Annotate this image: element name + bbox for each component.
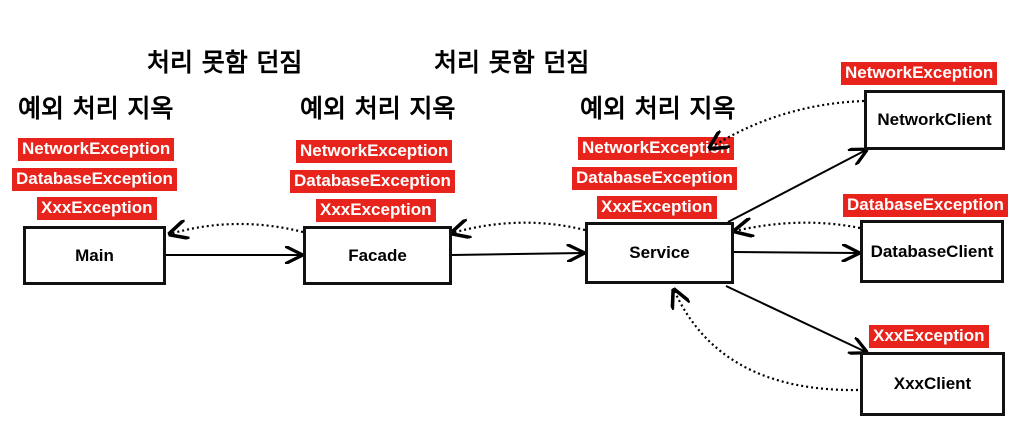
xxx-client-box: XxxClient — [860, 352, 1005, 416]
arrow-facade-to-service — [451, 253, 583, 255]
network-client-label: NetworkClient — [877, 110, 992, 129]
arrow-service-to-xxx-client — [725, 285, 866, 352]
database-client-box: DatabaseClient — [860, 220, 1004, 283]
dotted-arrow-database-client-to-service — [735, 223, 861, 231]
dotted-arrow-service-to-facade — [452, 223, 586, 233]
service-box: Service — [585, 222, 734, 284]
main-label: Main — [75, 245, 114, 265]
heading-throw-fail-1: 처리 못함 던짐 — [147, 48, 303, 77]
main-network-exception-tag: NetworkException — [18, 138, 175, 161]
facade-box: Facade — [303, 226, 452, 285]
xxx-client-label: XxxClient — [893, 374, 972, 393]
facade-network-exception-tag: NetworkException — [296, 140, 453, 163]
heading-exception-hell-facade: 예외 처리 지옥 — [300, 94, 456, 123]
database-client-exception-tag: DatabaseException — [843, 194, 1008, 217]
network-client-box: NetworkClient — [864, 90, 1005, 150]
service-database-exception-tag: DatabaseException — [572, 167, 737, 190]
facade-database-exception-tag: DatabaseException — [290, 170, 455, 193]
facade-xxx-exception-tag: XxxException — [316, 199, 436, 222]
dotted-arrow-network-client-to-service — [710, 99, 865, 148]
dotted-arrow-facade-to-main — [170, 224, 304, 234]
main-xxx-exception-tag: XxxException — [37, 197, 157, 220]
service-network-exception-tag: NetworkException — [578, 137, 735, 160]
heading-exception-hell-service: 예외 처리 지옥 — [580, 94, 736, 123]
xxx-client-exception-tag: XxxException — [869, 325, 989, 348]
heading-exception-hell-main: 예외 처리 지옥 — [18, 94, 174, 123]
dotted-arrow-xxx-client-to-service — [674, 290, 859, 392]
heading-throw-fail-2: 처리 못함 던짐 — [434, 48, 590, 77]
main-database-exception-tag: DatabaseException — [12, 168, 177, 191]
arrow-service-to-database-client — [733, 252, 858, 253]
arrow-service-to-network-client — [727, 150, 866, 223]
network-client-exception-tag: NetworkException — [841, 62, 998, 85]
service-xxx-exception-tag: XxxException — [597, 196, 717, 219]
facade-label: Facade — [348, 245, 407, 265]
database-client-label: DatabaseClient — [870, 241, 994, 261]
main-box: Main — [23, 226, 166, 285]
service-label: Service — [629, 243, 690, 262]
